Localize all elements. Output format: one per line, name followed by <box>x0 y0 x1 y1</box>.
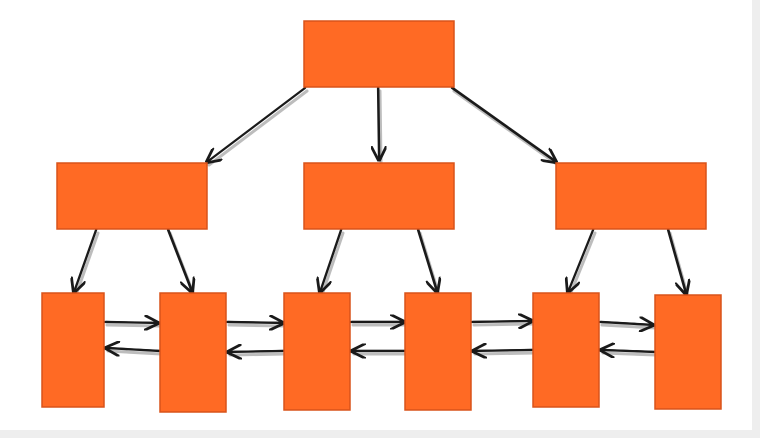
edge-arrow-mid-right-to-leaf-6 <box>668 228 688 294</box>
edge-arrow-root-to-mid-center <box>378 86 379 160</box>
edge-shadow <box>473 351 536 356</box>
edge-arrow-mid-left-to-leaf-2 <box>166 228 192 292</box>
edge-arrow-leaf-3-to-leaf-2 <box>228 349 285 352</box>
edge-arrow-mid-left-to-leaf-2 <box>168 228 194 292</box>
edge-arrow-mid-right-to-leaf-6 <box>666 228 686 294</box>
node-leaf-2 <box>159 292 227 413</box>
edge-shadow <box>228 352 287 357</box>
node-leaf-5 <box>532 292 600 408</box>
edges-layer <box>74 86 688 357</box>
node-mid-right <box>555 162 707 230</box>
edge-arrow-mid-center-to-leaf-3 <box>320 228 343 292</box>
edge-arrow-leaf-2-to-leaf-3 <box>227 320 285 323</box>
edge-arrow-root-to-mid-left <box>207 86 307 162</box>
edge-arrow-leaf-6-to-leaf-5 <box>601 348 656 352</box>
edge-arrow-mid-center-to-leaf-4 <box>416 228 437 292</box>
nodes-layer <box>41 20 722 413</box>
edge-shadow <box>207 89 309 167</box>
edge-arrow-leaf-2-to-leaf-1 <box>106 346 161 351</box>
node-leaf-4 <box>404 292 472 411</box>
edge-arrow-leaf-5-to-leaf-6 <box>598 322 653 325</box>
edge-arrow-root-to-mid-center <box>378 86 381 160</box>
edge-arrow-mid-center-to-leaf-4 <box>418 228 439 292</box>
node-leaf-1 <box>41 292 105 408</box>
edge-shadow <box>227 323 287 328</box>
edge-arrow-leaf-1-to-leaf-2 <box>105 320 160 323</box>
node-mid-center <box>303 162 455 230</box>
edge-arrow-leaf-1-to-leaf-2 <box>103 322 158 323</box>
edge-arrow-leaf-5-to-leaf-6 <box>600 320 655 325</box>
node-leaf-6 <box>654 294 722 410</box>
edge-shadow <box>105 323 162 328</box>
edge-arrow-root-to-mid-right <box>452 86 558 162</box>
node-leaf-3 <box>283 292 351 411</box>
edge-arrow-leaf-5-to-leaf-4 <box>473 348 534 351</box>
edge-arrow-leaf-4-to-leaf-5 <box>472 319 534 322</box>
edge-arrow-mid-right-to-leaf-5 <box>568 228 595 292</box>
node-root <box>303 20 455 88</box>
edge-shadow <box>601 351 658 357</box>
node-mid-left <box>56 162 208 230</box>
edge-arrow-leaf-6-to-leaf-5 <box>601 350 656 352</box>
edge-arrow-leaf-2-to-leaf-1 <box>106 348 161 351</box>
edge-arrow-leaf-2-to-leaf-3 <box>225 322 283 323</box>
edge-shadow <box>472 322 536 327</box>
edge-arrow-root-to-mid-right <box>450 86 556 162</box>
edge-arrow-mid-left-to-leaf-1 <box>74 228 98 292</box>
